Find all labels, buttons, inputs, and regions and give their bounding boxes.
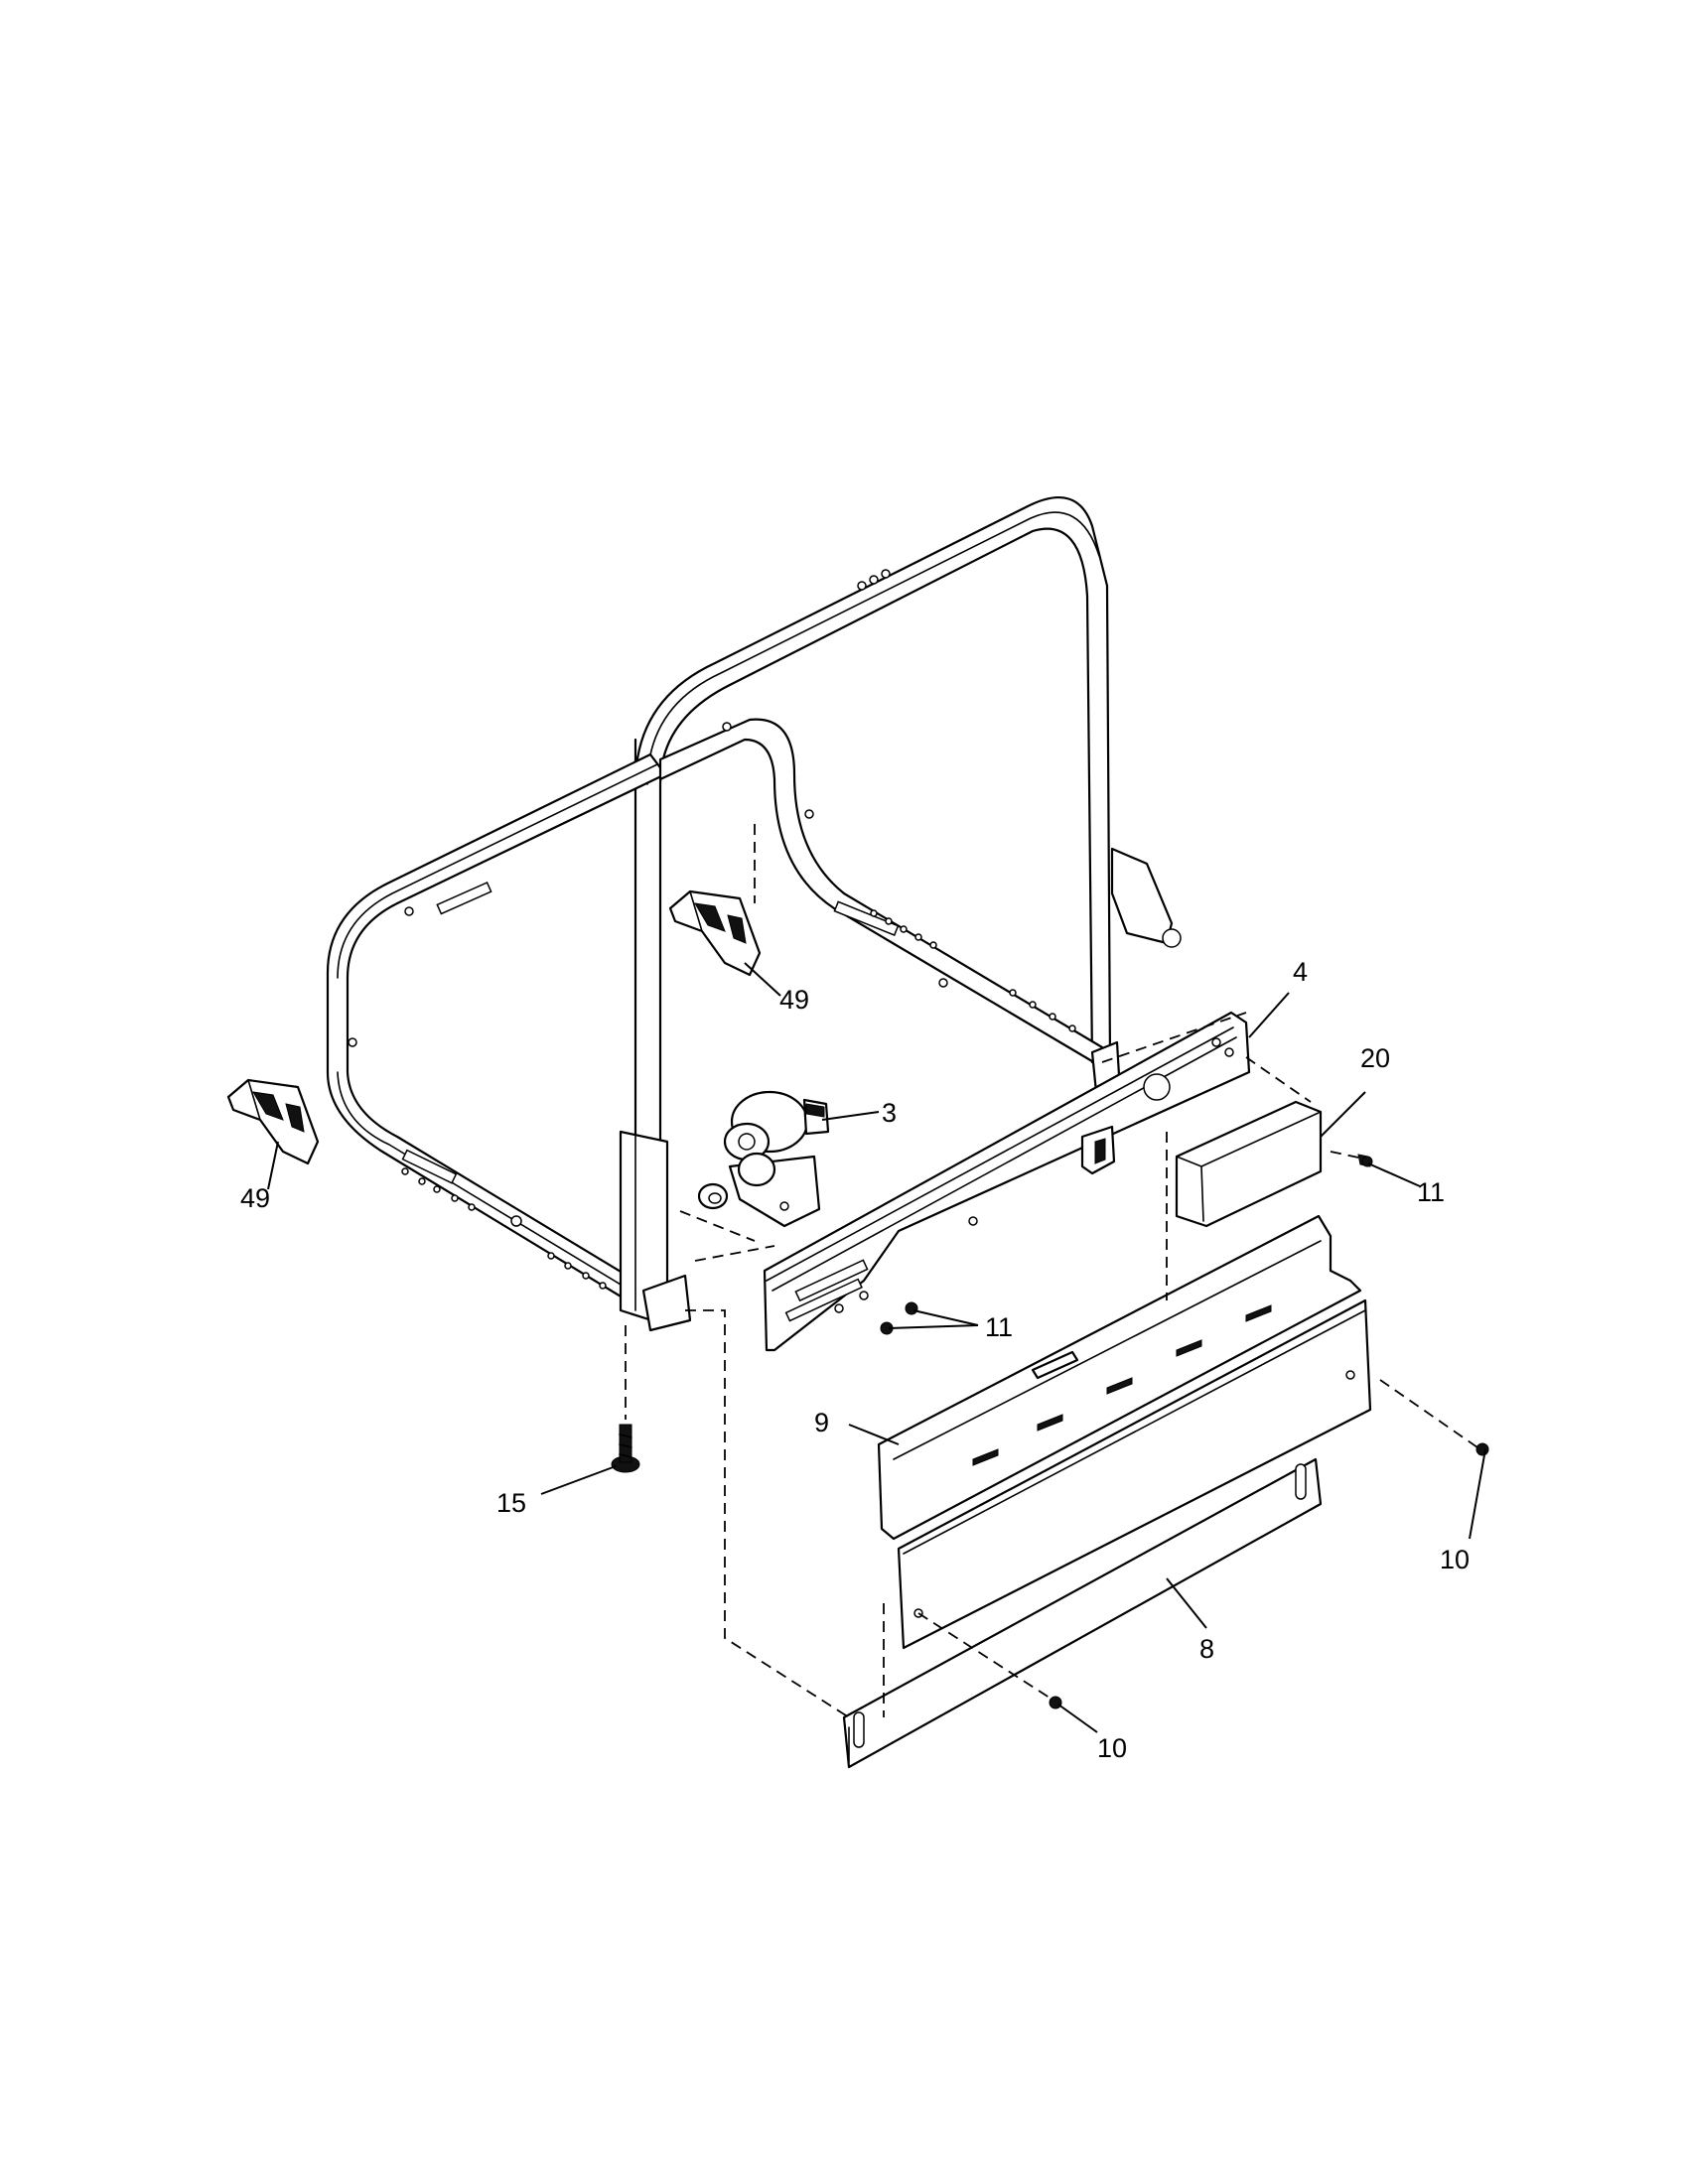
screw-10-bottom — [1049, 1696, 1062, 1709]
callout-4: 4 — [1293, 957, 1308, 987]
leveler-foot-center — [668, 889, 762, 977]
callout-20: 20 — [1360, 1043, 1390, 1073]
callout-10-right: 10 — [1440, 1545, 1470, 1574]
leader-lines — [267, 962, 1486, 1733]
callout-8: 8 — [1199, 1634, 1214, 1664]
upper-rail — [763, 1011, 1251, 1352]
kickplate-upper — [877, 1214, 1362, 1541]
callout-49-left: 49 — [240, 1183, 270, 1213]
callout-11-lower: 11 — [985, 1312, 1013, 1342]
lower-panel — [842, 1298, 1372, 1769]
junction-box-bracket — [1175, 1100, 1323, 1228]
assembly-lines — [625, 824, 1478, 1718]
inlet-valve — [697, 1090, 830, 1228]
callout-labels: 49 49 3 4 20 11 11 9 15 10 8 10 — [240, 957, 1470, 1763]
callout-10-bottom: 10 — [1097, 1733, 1127, 1763]
callout-3: 3 — [882, 1098, 897, 1128]
callout-49-center: 49 — [779, 985, 809, 1015]
screw-10-right — [1475, 1442, 1489, 1456]
callout-15: 15 — [496, 1488, 526, 1518]
tub-frame — [326, 496, 1182, 1332]
callout-11-right: 11 — [1417, 1177, 1445, 1207]
leveler-foot-left — [226, 1078, 320, 1165]
screw-11-lower-a — [905, 1301, 918, 1315]
screw-15 — [611, 1424, 640, 1473]
callout-9: 9 — [814, 1408, 829, 1437]
